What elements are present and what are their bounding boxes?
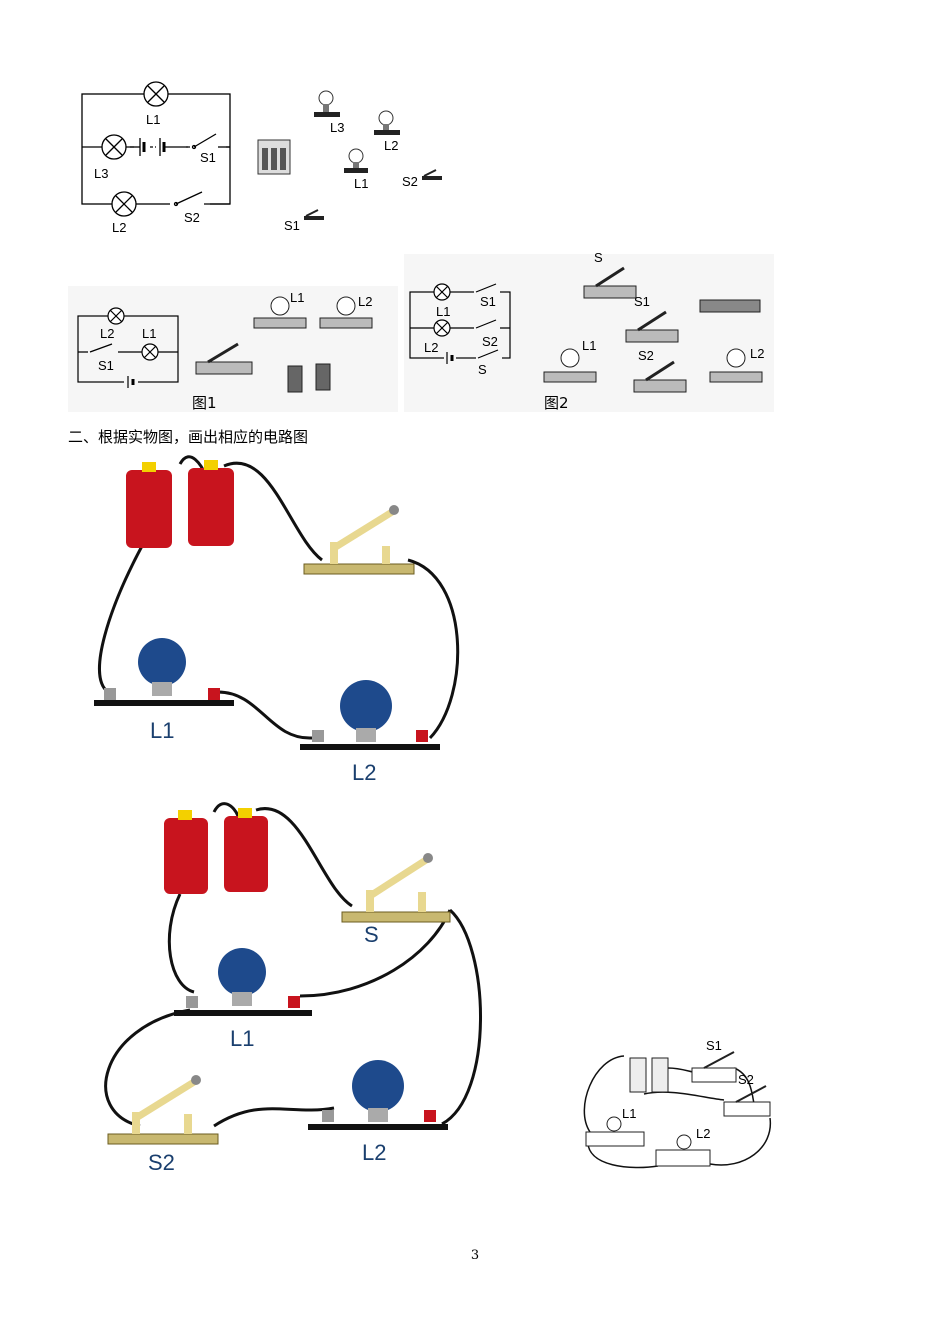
fig2-comp-label-s: S	[594, 250, 603, 265]
real2-label-s: S	[364, 922, 379, 947]
battery-pack-icon	[257, 139, 291, 175]
switch-icon-s	[583, 266, 637, 299]
top-right-components: L3 L2 L1 S2 S1	[257, 90, 442, 233]
battery-icon	[164, 808, 268, 894]
bulb-icon-l1	[543, 348, 597, 383]
label-l1: L1	[354, 176, 368, 191]
switch-icon-s1	[691, 1051, 737, 1083]
switch-icon-s1	[625, 310, 679, 343]
fig2-label-s: S	[478, 362, 487, 377]
fig2-comp-label-s1: S1	[634, 294, 650, 309]
switch-icon-s2	[723, 1085, 771, 1117]
fig1-label-l2: L2	[100, 326, 114, 341]
label-s1: S1	[284, 218, 300, 233]
battery-icon	[287, 363, 331, 393]
real2-label-s2: S2	[148, 1150, 175, 1175]
fig2-comp-label-l1: L1	[582, 338, 596, 353]
bulb-icon-l2	[374, 110, 400, 135]
bulb-icon-l1	[585, 1116, 645, 1147]
bulb-icon-l1	[344, 148, 368, 173]
switch-icon	[195, 342, 253, 375]
real1-label-l2: L2	[352, 760, 376, 785]
switch-icon-s2	[633, 360, 687, 393]
small-real-circuit: S1 S2 L1 L2	[583, 1038, 772, 1169]
battery-icon	[629, 1057, 669, 1093]
fig2-comp-label-l2: L2	[750, 346, 764, 361]
figure-1: L2 L1 S1 L1 L2 图1	[68, 286, 398, 412]
battery-pack-icon	[699, 299, 761, 313]
label-s2: S2	[402, 174, 418, 189]
bulb-icon-l2	[300, 680, 440, 750]
top-left-circuit: L1 L3 S1 L2 S2	[81, 81, 231, 235]
figure-2: L1 S1 L2 S2 S S S1 S2 L1 L2 图2	[404, 250, 774, 412]
real-circuit-2: S L1 S2 L2	[104, 802, 482, 1175]
bulb-icon-l1	[174, 948, 312, 1016]
switch-icon-s2	[107, 1075, 219, 1145]
fig1-label-s1: S1	[98, 358, 114, 373]
switch-icon-s	[341, 853, 451, 923]
small-label-l1: L1	[622, 1106, 636, 1121]
figure-2-caption: 图2	[544, 394, 569, 412]
bulb-icon-l1	[253, 296, 307, 329]
bulb-icon-l2	[709, 348, 763, 383]
label-l2: L2	[384, 138, 398, 153]
small-label-s2: S2	[738, 1072, 754, 1087]
real2-label-l1: L1	[230, 1026, 254, 1051]
switch-icon	[303, 505, 415, 575]
bulb-icon-l1	[94, 638, 234, 706]
bulb-icon-l3	[314, 90, 340, 117]
fig1-comp-label-l1: L1	[290, 290, 304, 305]
section-heading: 二、根据实物图，画出相应的电路图	[68, 428, 309, 446]
label-s2: S2	[184, 210, 200, 225]
fig2-label-l2: L2	[424, 340, 438, 355]
small-label-l2: L2	[696, 1126, 710, 1141]
fig1-comp-label-l2: L2	[358, 294, 372, 309]
label-l3: L3	[330, 120, 344, 135]
bulb-icon-l2	[319, 296, 373, 329]
bulb-icon-l2	[308, 1060, 448, 1130]
label-s1: S1	[200, 150, 216, 165]
real2-label-l2: L2	[362, 1140, 386, 1165]
bulb-icon-l2	[655, 1134, 711, 1167]
real1-label-l1: L1	[150, 718, 174, 743]
switch-icon-s1	[304, 209, 324, 220]
fig2-label-l1: L1	[436, 304, 450, 319]
label-l3: L3	[94, 166, 108, 181]
label-l2: L2	[112, 220, 126, 235]
real-circuit-1: L1 L2	[94, 455, 460, 785]
fig2-label-s1: S1	[480, 294, 496, 309]
battery-icon	[126, 460, 234, 548]
label-l1: L1	[146, 112, 160, 127]
switch-icon-s2	[422, 169, 442, 180]
small-label-s1: S1	[706, 1038, 722, 1053]
figure-1-caption: 图1	[192, 394, 217, 412]
fig1-label-l1: L1	[142, 326, 156, 341]
fig2-comp-label-s2: S2	[638, 348, 654, 363]
fig2-label-s2: S2	[482, 334, 498, 349]
page-number: 3	[470, 1248, 480, 1263]
